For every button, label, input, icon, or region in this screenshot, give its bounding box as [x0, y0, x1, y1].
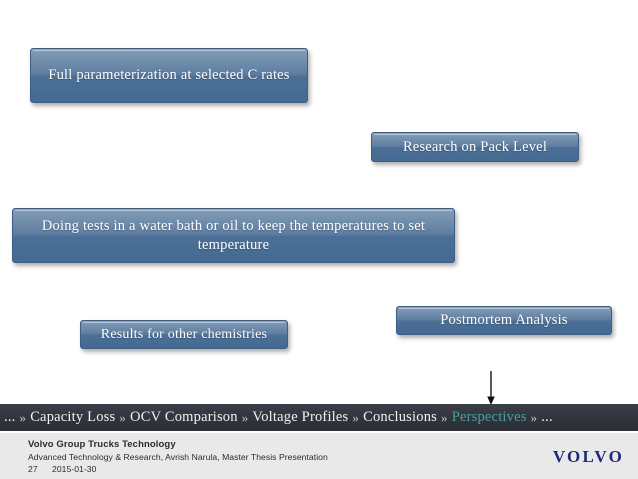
- volvo-logo: VOLVO: [552, 447, 624, 466]
- breadcrumb: ... » Capacity Loss » OCV Comparison » V…: [0, 404, 638, 431]
- callout-box-label: Results for other chemistries: [100, 326, 268, 342]
- callout-box-water-bath-tests[interactable]: Doing tests in a water bath or oil to ke…: [12, 208, 455, 263]
- arrow-down-icon: [487, 371, 495, 405]
- breadcrumb-separator: »: [19, 409, 27, 425]
- footer-meta: 27 2015-01-30: [28, 463, 328, 475]
- callout-box-label: Research on Pack Level: [402, 138, 548, 155]
- callout-box-postmortem-analysis[interactable]: Postmortem Analysis: [396, 306, 612, 335]
- breadcrumb-item-capacity-loss[interactable]: Capacity Loss: [30, 409, 116, 425]
- breadcrumb-item-perspectives[interactable]: Perspectives: [451, 409, 527, 425]
- footer-text-block: Volvo Group Trucks Technology Advanced T…: [28, 439, 328, 475]
- footer-organization: Volvo Group Trucks Technology: [28, 439, 176, 450]
- breadcrumb-separator: »: [241, 409, 249, 425]
- footer-page-number: 27: [28, 464, 38, 474]
- callout-box-research-pack-level[interactable]: Research on Pack Level: [371, 132, 579, 162]
- breadcrumb-item-ocv-comparison[interactable]: OCV Comparison: [130, 409, 238, 425]
- breadcrumb-item-start[interactable]: ...: [4, 409, 16, 425]
- callout-box-other-chemistries[interactable]: Results for other chemistries: [80, 320, 288, 349]
- callout-box-label: Postmortem Analysis: [440, 312, 568, 329]
- footer-date: 2015-01-30: [52, 464, 97, 474]
- breadcrumb-separator: »: [119, 409, 127, 425]
- breadcrumb-item-voltage-profiles[interactable]: Voltage Profiles: [252, 409, 349, 425]
- breadcrumb-separator: »: [530, 409, 538, 425]
- slide-footer: Volvo Group Trucks Technology Advanced T…: [0, 432, 638, 479]
- callout-box-label: Doing tests in a water bath or oil to ke…: [41, 218, 426, 253]
- breadcrumb-separator: »: [441, 409, 448, 425]
- footer-subtitle: Advanced Technology & Research, Avrish N…: [28, 452, 328, 462]
- breadcrumb-item-end[interactable]: ...: [541, 409, 553, 425]
- breadcrumb-separator: »: [352, 409, 360, 425]
- callout-box-full-parameterization[interactable]: Full parameterization at selected C rate…: [30, 48, 308, 103]
- breadcrumb-item-conclusions[interactable]: Conclusions: [363, 409, 437, 425]
- callout-box-label: Full parameterization at selected C rate…: [48, 67, 290, 84]
